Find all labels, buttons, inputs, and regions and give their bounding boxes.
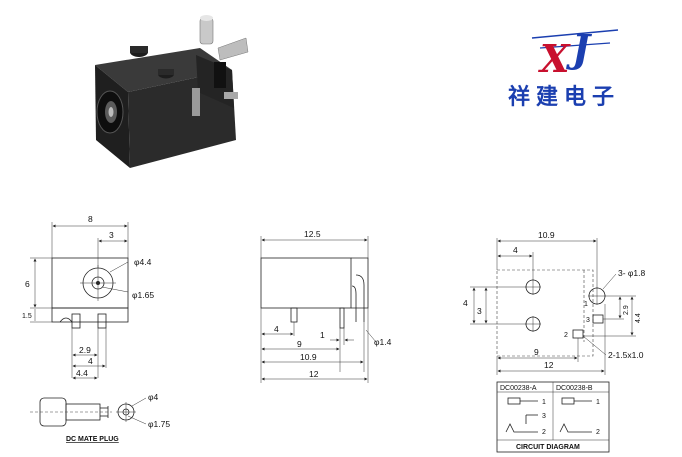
- side-pin-width-label: 1: [320, 330, 325, 340]
- svg-text:1: 1: [542, 399, 546, 406]
- side-length-label: 12.5: [304, 229, 321, 239]
- bottom-right-a-label: 2.9: [623, 305, 630, 315]
- front-base-label: 1.5: [22, 313, 32, 320]
- front-width-label: 8: [88, 214, 93, 224]
- front-pin-dia-label: φ1.65: [132, 290, 154, 300]
- front-height-label: 6: [25, 279, 30, 289]
- side-pin-offset-label: 4: [274, 324, 279, 334]
- circuit-diagram: DC00238-A DC00238-B 1 3 2 1 2 CIRCUIT DI…: [496, 381, 610, 453]
- brand-logo: X J 祥建电子: [508, 26, 620, 110]
- mate-plug-drawing: φ4 φ1.75 DC MATE PLUG: [30, 392, 170, 443]
- svg-text:2: 2: [596, 429, 600, 436]
- bottom-width-label: 10.9: [538, 230, 555, 240]
- circuit-caption: CIRCUIT DIAGRAM: [516, 444, 580, 451]
- front-top-offset-label: 3: [109, 230, 114, 240]
- bottom-slot-note: 2-1.5x1.0: [608, 350, 644, 360]
- side-total-label: 12: [309, 369, 319, 379]
- logo-j: J: [566, 26, 593, 71]
- plug-outer-dia-label: φ4: [148, 392, 159, 402]
- front-hole-dia-label: φ4.4: [134, 257, 152, 267]
- bottom-hole-note: 3- φ1.8: [618, 268, 646, 278]
- front-pin-spacing-label: 2.9: [79, 345, 91, 355]
- svg-text:2: 2: [542, 429, 546, 436]
- side-pin-pitch-label: 9: [297, 339, 302, 349]
- side-pin-span-label: 10.9: [300, 352, 317, 362]
- circuit-part-b: DC00238-B: [556, 385, 593, 392]
- logo-x: X: [538, 36, 571, 81]
- side-view: 12.5 4 1 9 10.9 12 φ1.4: [260, 229, 392, 383]
- bottom-pitch-label: 9: [534, 347, 539, 357]
- connector-photo: [95, 15, 249, 168]
- svg-text:1: 1: [596, 399, 600, 406]
- bottom-right-b-label: 4.4: [635, 313, 642, 323]
- side-pin-dia-label: φ1.4: [374, 337, 392, 347]
- front-view: 8 3 6 1.5 φ4.4 φ1.65 2.9 4 4.4: [22, 214, 154, 380]
- front-center-offset-label: 4: [88, 356, 93, 366]
- bottom-height-a-label: 4: [463, 298, 468, 308]
- front-total-label: 4.4: [76, 368, 88, 378]
- bottom-height-b-label: 3: [477, 306, 482, 316]
- svg-text:3: 3: [542, 413, 546, 420]
- circuit-part-a: DC00238-A: [500, 385, 537, 392]
- bottom-total-label: 12: [544, 360, 554, 370]
- mate-plug-title: DC MATE PLUG: [66, 436, 119, 443]
- bottom-offset-label: 4: [513, 245, 518, 255]
- bottom-view: 10.9 4 4 3 2.9 4.4 3- φ1.8 2-1.5x1.0 1 2…: [463, 230, 646, 375]
- bottom-pin3-label: 3: [586, 317, 590, 324]
- bottom-pin1-label: 1: [584, 301, 588, 308]
- brand-name: 祥建电子: [508, 84, 620, 110]
- bottom-pin2-label: 2: [564, 332, 568, 339]
- plug-inner-dia-label: φ1.75: [148, 419, 170, 429]
